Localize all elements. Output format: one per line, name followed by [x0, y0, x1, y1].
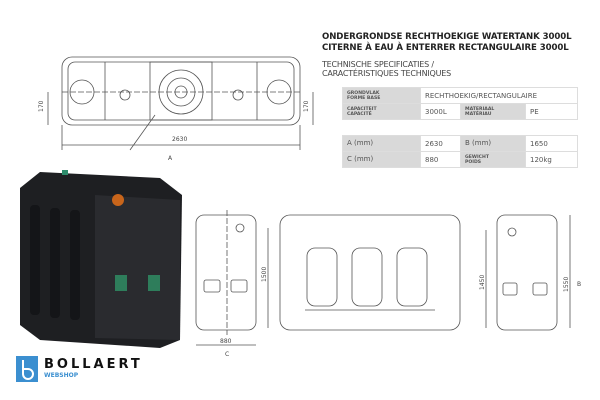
title-nl: ONDERGRONDSE RECHTHOEKIGE WATERTANK 3000… [322, 32, 572, 42]
top-view-drawing [47, 56, 314, 151]
weight-label-fr: POIDS [465, 159, 482, 165]
title-fr: CITERNE À EAU À ENTERRER RECTANGULAIRE 3… [322, 43, 569, 53]
dim-170-right: 170 [303, 100, 310, 112]
a-value: 2630 [420, 135, 461, 152]
a-label: A (mm) [342, 135, 421, 152]
dim-1500: 1500 [261, 267, 268, 282]
specs-table-2: A (mm) 2630 B (mm) 1650 C (mm) 880 GEWIC… [342, 135, 578, 168]
tank-photo [20, 170, 182, 348]
table-row: A (mm) 2630 B (mm) 1650 [342, 135, 578, 152]
dim-880: 880 [220, 338, 232, 345]
base-value: RECHTHOEKIG/RECTANGULAIRE [420, 87, 578, 104]
dim-170-left: 170 [38, 100, 45, 112]
c-value: 880 [420, 151, 461, 168]
dim-1550: 1550 [563, 277, 570, 292]
weight-label-nl: GEWICHT [465, 154, 490, 160]
c-label: C (mm) [342, 151, 421, 168]
material-label-nl: MATERIAAL [465, 106, 495, 112]
side-front-end-view-drawings [195, 210, 571, 346]
specs-heading-1: TECHNISCHE SPECIFICATIES / [322, 60, 434, 69]
material-value: PE [525, 103, 578, 120]
logo-tagline: WEBSHOP [44, 372, 79, 379]
b-label: B (mm) [460, 135, 526, 152]
material-label-fr: MATÉRIAU [465, 111, 492, 117]
dim-letter-b: B [577, 281, 581, 288]
dim-letter-c: C [225, 351, 229, 358]
specs-heading-2: CARACTÉRISTIQUES TECHNIQUES [322, 69, 451, 78]
dim-letter-a: A [168, 155, 173, 162]
logo-name: BOLLAERT [44, 357, 143, 372]
b-value: 1650 [525, 135, 578, 152]
bollaert-logo-icon [16, 356, 38, 382]
capacity-label-fr: CAPACITÉ [347, 111, 372, 117]
dim-1450: 1450 [479, 275, 486, 290]
capacity-label-nl: CAPACITEIT [347, 106, 377, 112]
base-label-nl: GRONDVLAK [347, 90, 380, 96]
base-label-fr: FORME BASE [347, 95, 381, 101]
dim-2630: 2630 [172, 136, 187, 143]
weight-value: 120kg [525, 151, 578, 168]
capacity-value: 3000L [420, 103, 461, 120]
